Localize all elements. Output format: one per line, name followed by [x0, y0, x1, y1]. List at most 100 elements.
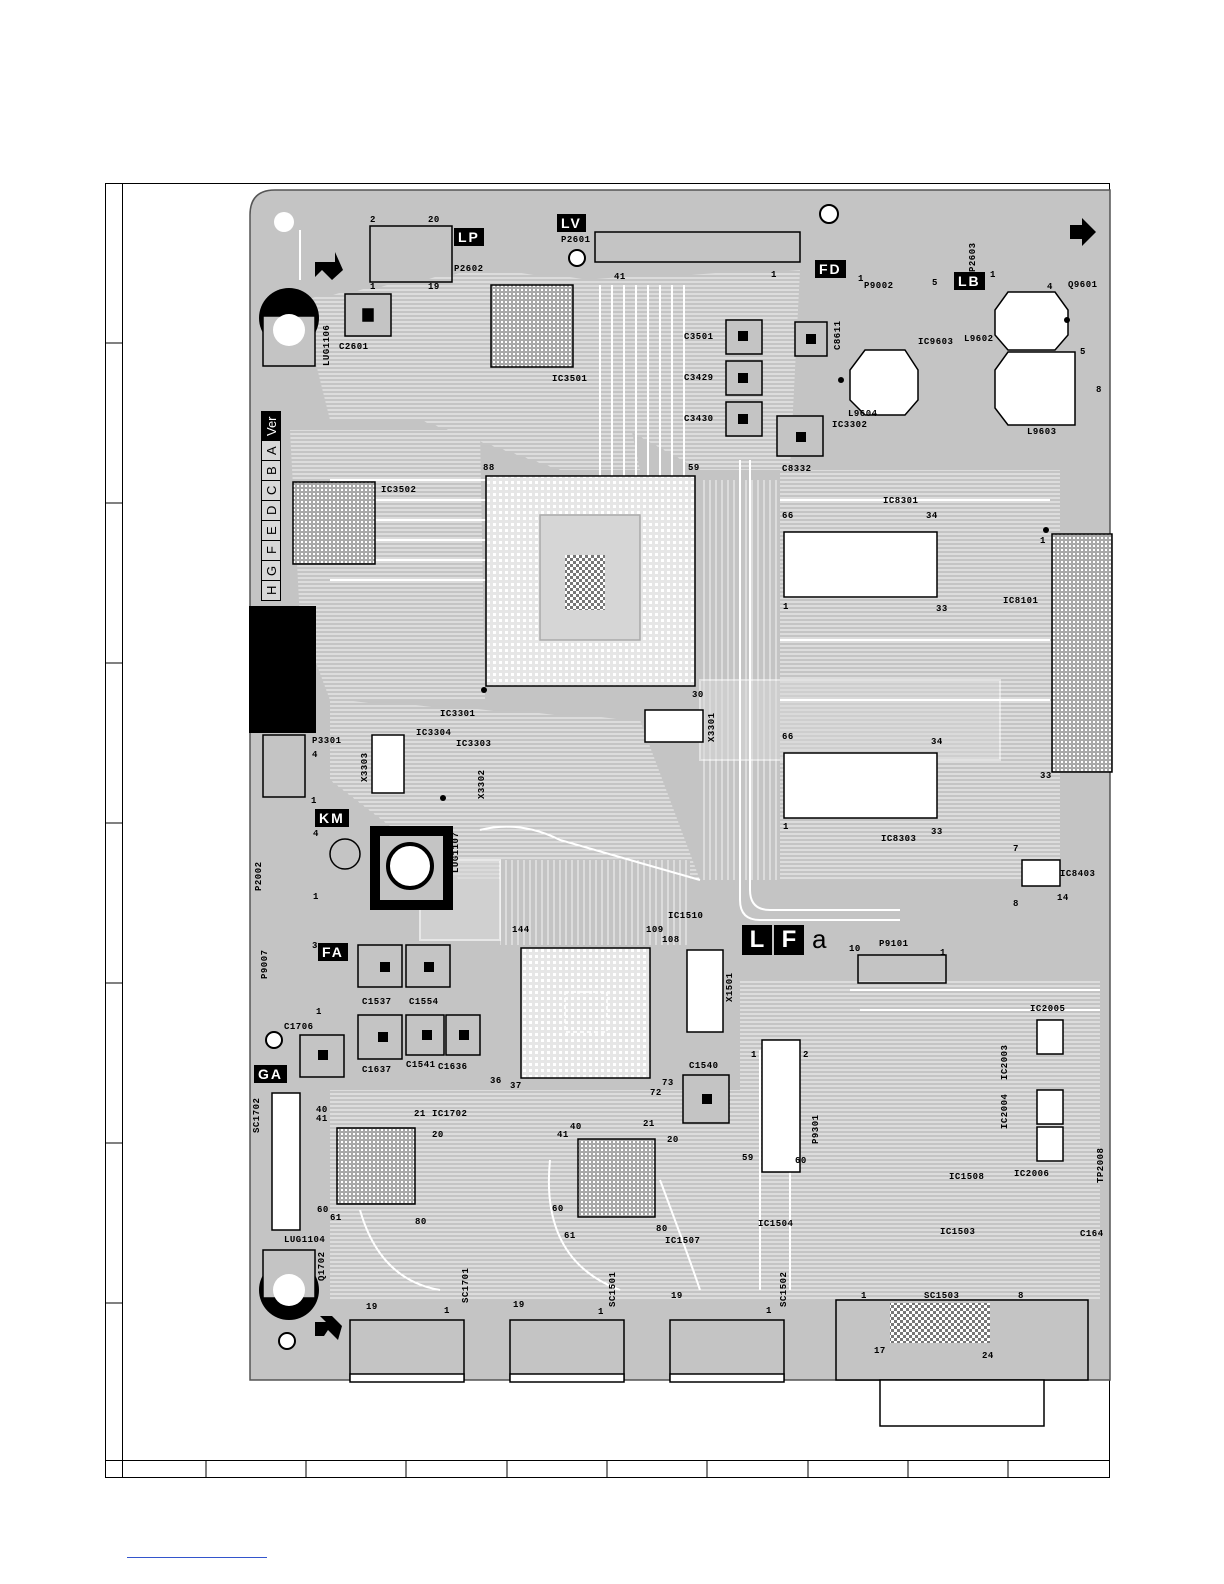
ref-ic2005: IC2005	[1030, 1004, 1066, 1014]
ref-ic3502: IC3502	[381, 485, 417, 495]
ref-ic1510: IC1510	[668, 911, 704, 921]
ref-x1501: X1501	[725, 972, 735, 1002]
mounting-hole	[278, 1332, 296, 1350]
ref-p2002: P2002	[254, 861, 264, 891]
ic1507-body	[577, 1138, 656, 1218]
pin-number: 59	[688, 463, 700, 473]
ref-c3429: C3429	[684, 373, 714, 383]
ref-sc1501: SC1501	[608, 1271, 618, 1307]
ref-x3303: X3303	[360, 752, 370, 782]
connector-tag-fd: FD	[815, 260, 846, 278]
ref-ic1503: IC1503	[940, 1227, 976, 1237]
ref-c1636: C1636	[438, 1062, 468, 1072]
p3301-body	[262, 734, 306, 798]
pin-number: 8	[1096, 385, 1102, 395]
ref-ic1702: IC1702	[432, 1109, 468, 1119]
pin-number: 73	[662, 1078, 674, 1088]
connector-tag-lb: LB	[954, 272, 985, 290]
ic8403-body	[1021, 859, 1061, 887]
ref-p9007: P9007	[260, 949, 270, 979]
pin-number: 2	[370, 215, 376, 225]
ref-ic1507: IC1507	[665, 1236, 701, 1246]
ref-c1637: C1637	[362, 1065, 392, 1075]
pin-number: 60	[552, 1204, 564, 1214]
connector-tag-fa: FA	[318, 943, 348, 961]
pin-number: 34	[931, 737, 943, 747]
pin-number: 41	[557, 1130, 569, 1140]
x3301-body	[644, 709, 704, 743]
ref-p9301: P9301	[811, 1114, 821, 1144]
connector-tag-km: KM	[315, 809, 349, 827]
version-letter-h: H	[261, 580, 281, 601]
pin-number: 1	[783, 822, 789, 832]
ic3501-body	[490, 284, 574, 368]
ref-p2602: P2602	[454, 264, 484, 274]
pin-number: 34	[926, 511, 938, 521]
ref-q1702: Q1702	[317, 1251, 327, 1281]
version-letter-d: D	[261, 500, 281, 521]
ref-c1537: C1537	[362, 997, 392, 1007]
l9603-body	[994, 351, 1076, 426]
version-letter-e: E	[261, 520, 281, 541]
ref-ic9603: IC9603	[918, 337, 954, 347]
pin-number: 1	[311, 796, 317, 806]
pin-number: 60	[317, 1205, 329, 1215]
pin-number: 1	[861, 1291, 867, 1301]
c1541-body	[405, 1014, 445, 1056]
pin-number: 1	[313, 892, 319, 902]
ref-ic8101: IC8101	[1003, 596, 1039, 606]
pin-number: 4	[313, 829, 319, 839]
pin-number: 21	[414, 1109, 426, 1119]
version-strip-heading: Ver	[261, 411, 281, 441]
ic1702-body	[336, 1127, 416, 1205]
ref-c8611: C8611	[833, 320, 843, 350]
pin-number: 144	[512, 925, 530, 935]
pin-number: 1	[751, 1050, 757, 1060]
pin-number: 33	[936, 604, 948, 614]
pin-number: 1	[771, 270, 777, 280]
ic8301-body	[783, 531, 938, 598]
pin-number: 17	[874, 1346, 886, 1356]
pin-number: 109	[646, 925, 664, 935]
pin-number: 60	[795, 1156, 807, 1166]
version-letter-b: B	[261, 460, 281, 481]
pin-number: 72	[650, 1088, 662, 1098]
pin-number: 20	[432, 1130, 444, 1140]
sc1701-connector	[349, 1319, 465, 1381]
pin-number: 19	[671, 1291, 683, 1301]
sc1502-connector	[669, 1319, 785, 1381]
pin-number: 19	[366, 1302, 378, 1312]
ref-lug1104: LUG1104	[284, 1235, 326, 1245]
version-letter-a: A	[261, 440, 281, 461]
ref-ic3302: IC3302	[832, 420, 868, 430]
ref-ic2003: IC2003	[1000, 1044, 1010, 1080]
version-letter-f: F	[261, 540, 281, 561]
pin-number: 4	[1047, 282, 1053, 292]
pin-number: 66	[782, 732, 794, 742]
p9301-body	[761, 1039, 801, 1173]
arrow-icon	[315, 252, 343, 280]
pin-number: 1	[316, 1007, 322, 1017]
ref-ic3303: IC3303	[456, 739, 492, 749]
pin-number: 1	[598, 1307, 604, 1317]
version-strip: Ver A B C D E F G H	[261, 411, 281, 601]
pin-number: 1	[858, 274, 864, 284]
pin-number: 24	[982, 1351, 994, 1361]
ref-lug1107: LUG1107	[451, 831, 461, 873]
ref-sc1503: SC1503	[924, 1291, 960, 1301]
p2601-body	[594, 231, 801, 263]
pin-number: 10	[849, 944, 861, 954]
ref-sc1502: SC1502	[779, 1271, 789, 1307]
pin-number: 14	[1057, 893, 1069, 903]
pin-number: 1	[370, 282, 376, 292]
ref-c1554: C1554	[409, 997, 439, 1007]
ref-p9101: P9101	[879, 939, 909, 949]
pin-number: 108	[662, 935, 680, 945]
c1637-body	[357, 1014, 403, 1060]
ref-ic8403: IC8403	[1060, 869, 1096, 879]
x3303-body	[371, 734, 405, 794]
pin-number: 20	[428, 215, 440, 225]
ic8303-body	[783, 752, 938, 819]
pin-number: 30	[692, 690, 704, 700]
arrow-icon	[1070, 218, 1096, 246]
